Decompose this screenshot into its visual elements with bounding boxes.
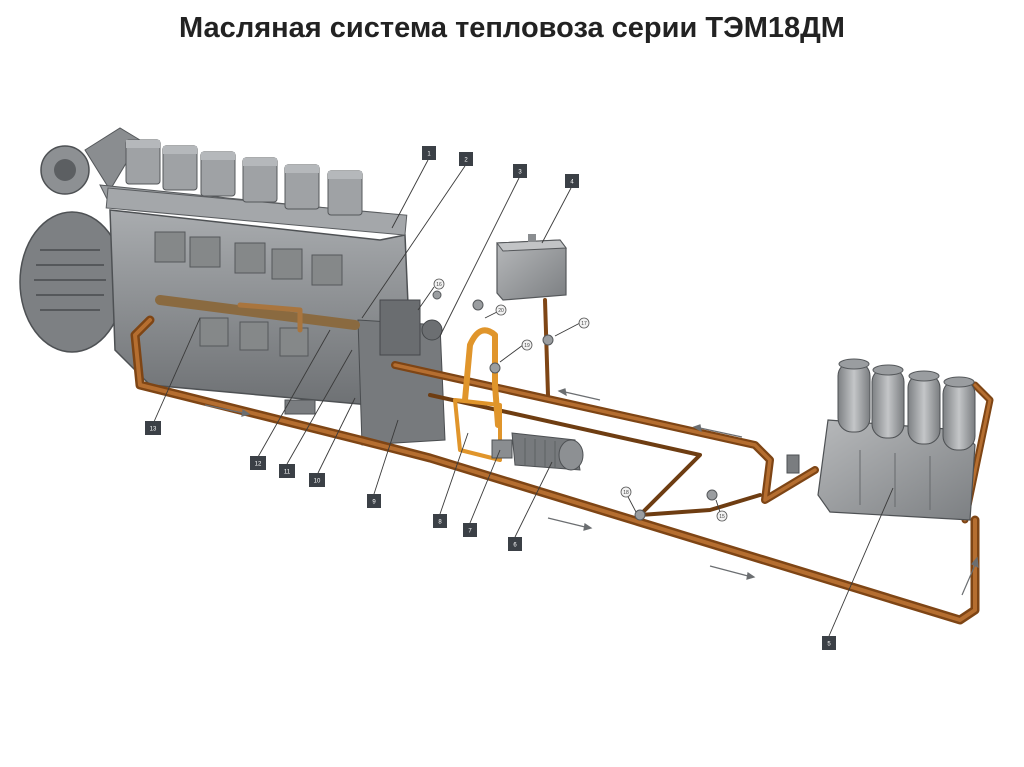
svg-text:6: 6 bbox=[513, 543, 517, 549]
badge-16: 16 bbox=[433, 278, 445, 290]
svg-text:18: 18 bbox=[623, 490, 629, 496]
svg-text:20: 20 bbox=[498, 308, 504, 314]
badge-19: 19 bbox=[521, 339, 533, 351]
callout-6: 6 bbox=[508, 537, 522, 551]
callout-4: 4 bbox=[565, 174, 579, 188]
callout-2: 2 bbox=[459, 152, 473, 166]
valve-badges: 16 20 19 17 18 15 bbox=[433, 278, 728, 522]
badge-20: 20 bbox=[495, 304, 507, 316]
oil-pipelines bbox=[130, 295, 994, 625]
callout-10: 10 bbox=[309, 473, 325, 487]
callout-1: 1 bbox=[422, 146, 436, 160]
svg-text:10: 10 bbox=[314, 479, 321, 485]
badge-18: 18 bbox=[620, 486, 632, 498]
svg-text:3: 3 bbox=[518, 170, 522, 176]
svg-text:4: 4 bbox=[570, 180, 574, 186]
svg-text:5: 5 bbox=[827, 642, 831, 648]
callout-5: 5 bbox=[822, 636, 836, 650]
svg-text:16: 16 bbox=[436, 282, 442, 288]
diesel-engine bbox=[19, 127, 446, 446]
svg-text:19: 19 bbox=[524, 343, 530, 349]
flow-arrows bbox=[204, 388, 979, 596]
callout-12: 12 bbox=[250, 456, 266, 470]
callout-13: 13 bbox=[145, 421, 161, 435]
svg-text:17: 17 bbox=[581, 321, 587, 327]
leader-lines bbox=[152, 159, 894, 637]
svg-text:9: 9 bbox=[372, 500, 376, 506]
callout-8: 8 bbox=[433, 514, 447, 528]
badge-15: 15 bbox=[716, 510, 728, 522]
oil-tank bbox=[496, 234, 567, 301]
svg-text:15: 15 bbox=[719, 514, 725, 520]
callout-11: 11 bbox=[279, 464, 295, 478]
svg-text:7: 7 bbox=[468, 529, 472, 535]
callout-9: 9 bbox=[367, 494, 381, 508]
pipe-pump-circuit bbox=[462, 327, 501, 428]
callout-7: 7 bbox=[463, 523, 477, 537]
slide-title: Масляная система тепловоза серии ТЭМ18ДМ bbox=[179, 12, 845, 44]
svg-text:1: 1 bbox=[427, 152, 431, 158]
pipe-tank-drain bbox=[543, 298, 550, 397]
svg-text:11: 11 bbox=[284, 470, 291, 476]
callout-tags: 1 2 3 4 5 6 7 8 9 10 11 12 13 bbox=[145, 146, 836, 650]
oil-pump-unit bbox=[491, 432, 584, 471]
valves bbox=[432, 290, 718, 521]
svg-text:8: 8 bbox=[438, 520, 442, 526]
svg-text:12: 12 bbox=[255, 462, 262, 468]
oil-filter-cooler bbox=[786, 358, 976, 521]
badge-17: 17 bbox=[578, 317, 590, 329]
svg-text:2: 2 bbox=[464, 158, 468, 164]
callout-3: 3 bbox=[513, 164, 527, 178]
svg-text:13: 13 bbox=[150, 427, 157, 433]
